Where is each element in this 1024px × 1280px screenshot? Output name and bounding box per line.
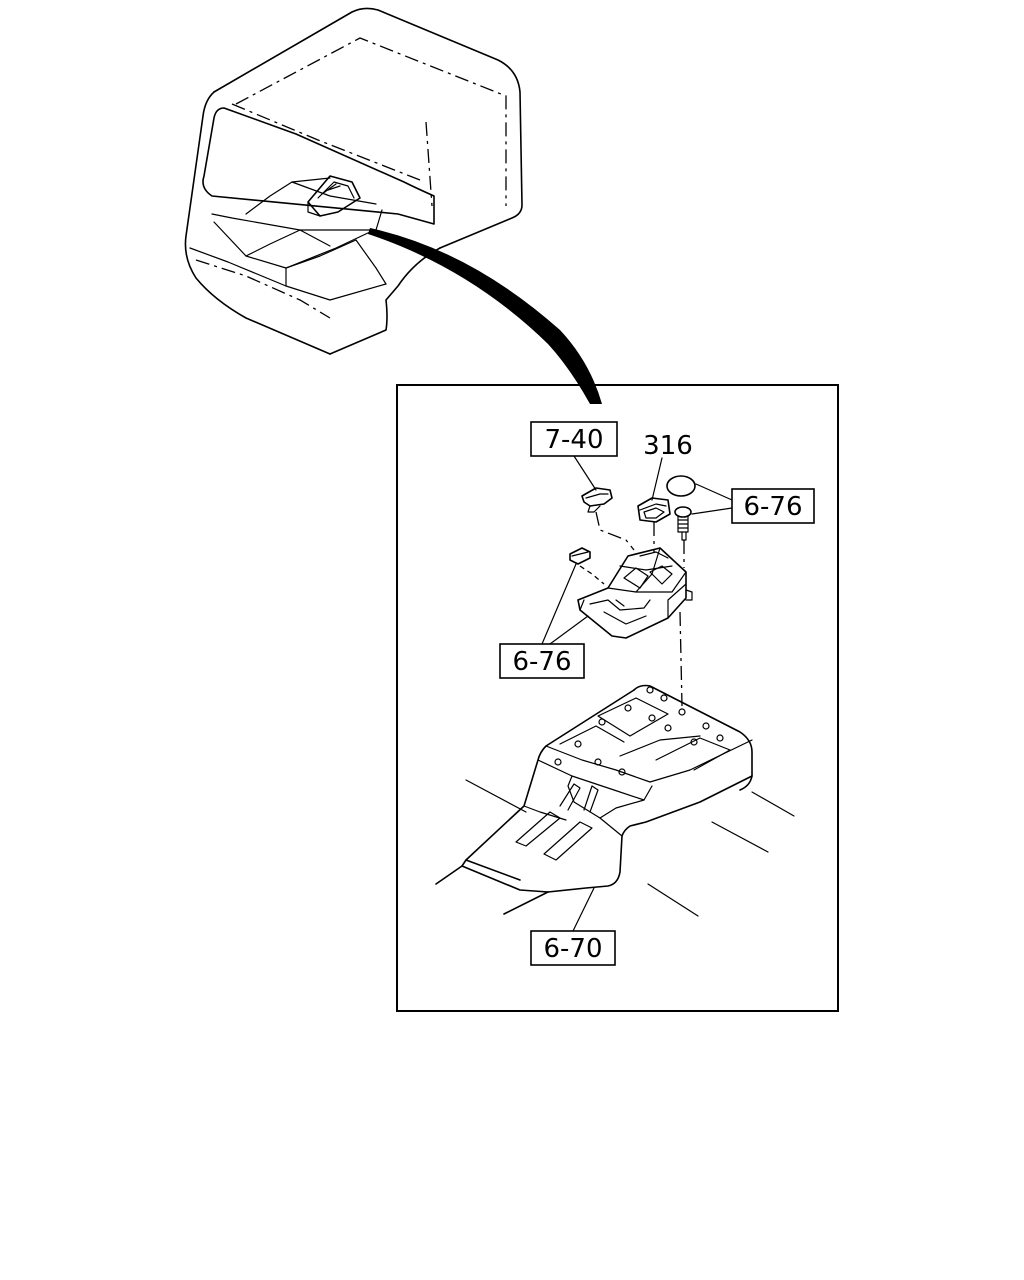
detail-frame [396, 384, 839, 1012]
detail-pointer-swoosh [368, 228, 602, 404]
assembly-line [679, 611, 683, 707]
callout-6-70: 6-70 [530, 887, 616, 966]
cap-plug [666, 475, 696, 497]
svg-text:6-70: 6-70 [543, 934, 602, 964]
callout-316: 316 [643, 431, 693, 501]
floor-console [435, 684, 795, 917]
connector-clip [569, 547, 591, 565]
screw [674, 506, 692, 541]
callout-6-76-top: 6-76 [691, 483, 815, 524]
assembly-line [579, 565, 605, 585]
svg-text:7-40: 7-40 [544, 425, 603, 455]
svg-text:6-76: 6-76 [743, 492, 802, 522]
shift-lever-housing [577, 547, 693, 639]
callout-7-40: 7-40 [530, 421, 618, 491]
svg-text:316: 316 [643, 431, 693, 461]
wiring-connector [581, 487, 613, 513]
svg-text:6-76: 6-76 [512, 647, 571, 677]
callout-6-76-left: 6-76 [499, 563, 589, 679]
switch-316 [637, 497, 671, 523]
truck-cab-illustration [184, 7, 602, 404]
assembly-line [595, 511, 635, 551]
